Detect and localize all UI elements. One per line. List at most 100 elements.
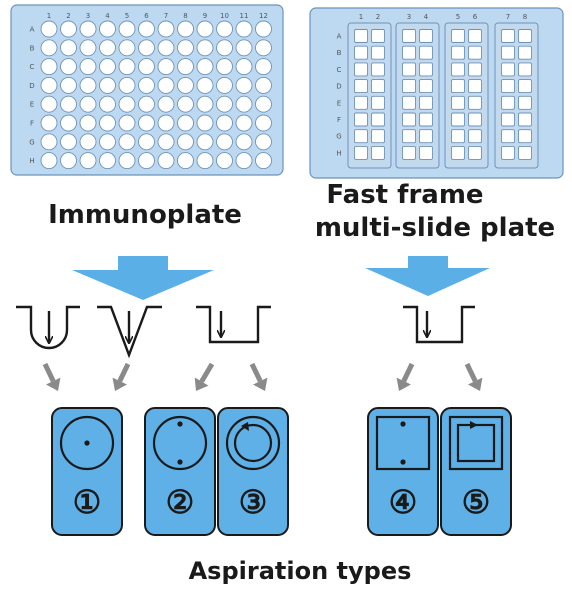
type-number-label: ⑤: [462, 483, 491, 521]
immunoplate-well: [99, 20, 116, 38]
immunoplate-well: [118, 152, 136, 170]
gray-down-arrow: [464, 362, 483, 391]
immunoplate-well: [79, 39, 97, 57]
immunoplate-well: [99, 76, 116, 94]
fast-frame-well: [451, 62, 465, 77]
fast-frame-caption-line2: multi-slide plate: [314, 213, 556, 243]
immunoplate-well: [255, 133, 272, 151]
immunoplate-well: [157, 39, 175, 57]
immunoplate-well: [235, 58, 253, 76]
immunoplate-row-label: F: [30, 120, 34, 128]
aspiration-type-card-1: ①: [51, 407, 123, 536]
immunoplate-well: [157, 152, 175, 170]
fast-frame-well: [402, 129, 416, 144]
fast-frame-well: [354, 145, 368, 160]
aspiration-point-icon: [400, 459, 406, 465]
fast-frame-well: [451, 112, 465, 127]
fast-frame-row-label: F: [337, 116, 341, 124]
fast-frame-column-label: 8: [523, 13, 527, 21]
immunoplate-wells: [40, 20, 272, 170]
immunoplate-well: [235, 76, 253, 94]
fast-frame-column-label: 4: [424, 13, 429, 21]
immunoplate-well: [216, 133, 233, 151]
fast-frame-slide: [444, 22, 489, 169]
fast-frame-well: [501, 145, 515, 160]
immunoplate-well: [255, 76, 272, 94]
aspiration-point-icon: [84, 440, 90, 446]
immunoplate-column-label: 6: [144, 12, 149, 20]
immunoplate-well: [40, 95, 58, 113]
square-well-icon: [375, 415, 431, 471]
fast-frame-well: [518, 62, 532, 77]
fast-frame-row-label: A: [337, 33, 342, 41]
immunoplate-well: [157, 133, 175, 151]
fast-frame-well: [468, 129, 482, 144]
immunoplate-well: [79, 58, 97, 76]
immunoplate-well: [118, 20, 136, 38]
fast-frame-row-label: H: [336, 149, 341, 157]
immunoplate-well: [196, 76, 214, 94]
round-well-icon: [59, 415, 115, 471]
fast-frame-well: [518, 129, 532, 144]
immunoplate-well: [118, 95, 136, 113]
immunoplate-well: [157, 20, 175, 38]
well-profile-flat-bottom-2: [403, 305, 475, 344]
immunoplate-well: [138, 58, 155, 76]
fast-frame-well: [419, 95, 433, 110]
type-number-label: ①: [73, 483, 102, 521]
immunoplate-well: [157, 58, 175, 76]
immunoplate-well: [60, 20, 77, 38]
immunoplate-well: [196, 133, 214, 151]
immunoplate-column-label: 9: [203, 12, 207, 20]
fast-frame-well: [451, 129, 465, 144]
immunoplate-well: [79, 114, 97, 132]
immunoplate-row-label: D: [29, 82, 34, 90]
immunoplate-well: [157, 76, 175, 94]
fast-frame-well: [371, 45, 385, 60]
fast-frame-well: [468, 145, 482, 160]
fast-frame-well: [501, 129, 515, 144]
immunoplate-column-label: 8: [183, 12, 187, 20]
immunoplate-well: [138, 133, 155, 151]
type-number-label: ②: [166, 483, 195, 521]
immunoplate-well: [196, 95, 214, 113]
fast-frame-well: [371, 112, 385, 127]
circular-sweep-icon: [233, 423, 273, 463]
immunoplate-well: [216, 152, 233, 170]
fast-frame-slide: [395, 22, 440, 169]
immunoplate-well: [196, 58, 214, 76]
immunoplate-well: [255, 39, 272, 57]
immunoplate-column-label: 12: [259, 12, 268, 20]
immunoplate-well: [118, 76, 136, 94]
fast-frame-well: [371, 145, 385, 160]
immunoplate-well: [177, 20, 194, 38]
immunoplate-caption: Immunoplate: [48, 200, 242, 230]
immunoplate-well: [99, 39, 116, 57]
immunoplate-column-label: 7: [164, 12, 168, 20]
fast-frame-well: [468, 112, 482, 127]
immunoplate-well: [40, 152, 58, 170]
immunoplate-column-label: 10: [220, 12, 229, 20]
gray-down-arrow: [42, 362, 61, 391]
immunoplate-well: [196, 20, 214, 38]
aspiration-point-icon: [177, 459, 183, 465]
fast-frame-well: [354, 112, 368, 127]
immunoplate-well: [40, 20, 58, 38]
gray-down-arrow: [396, 362, 415, 391]
immunoplate-well: [60, 114, 77, 132]
immunoplate-well: [79, 95, 97, 113]
immunoplate-well: [60, 133, 77, 151]
immunoplate-well: [79, 133, 97, 151]
immunoplate-well: [216, 39, 233, 57]
gray-down-arrow: [249, 362, 268, 391]
fast-frame-slide: [347, 22, 392, 169]
fast-frame-column-label: 7: [506, 13, 510, 21]
immunoplate-row-label: G: [29, 138, 34, 146]
gray-arrows: [42, 362, 483, 391]
immunoplate-well: [216, 58, 233, 76]
immunoplate-well: [255, 20, 272, 38]
fast-frame-well: [402, 62, 416, 77]
